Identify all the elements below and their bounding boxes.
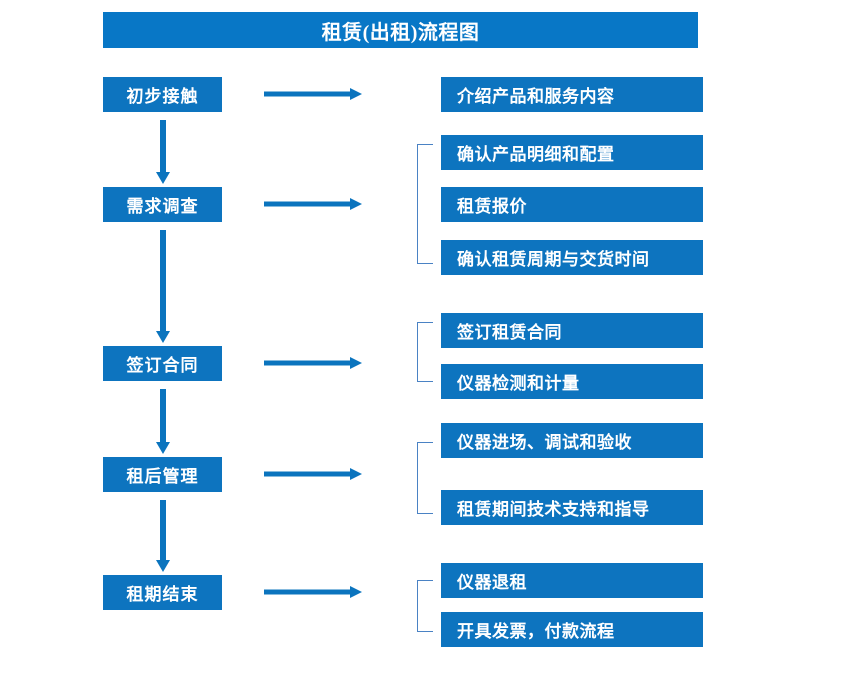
right-arrow-icon	[264, 86, 362, 102]
task-box[interactable]: 租赁期间技术支持和指导	[441, 490, 703, 525]
right-arrow-icon	[264, 196, 362, 212]
stage-box[interactable]: 租后管理	[103, 457, 222, 492]
stage-box[interactable]: 初步接触	[103, 77, 222, 112]
task-box[interactable]: 签订租赁合同	[441, 313, 703, 348]
group-bracket	[417, 322, 433, 382]
task-box[interactable]: 仪器进场、调试和验收	[441, 423, 703, 458]
down-arrow-icon	[154, 500, 172, 572]
task-box[interactable]: 确认产品明细和配置	[441, 135, 703, 170]
group-bracket	[417, 442, 433, 514]
right-arrow-icon	[264, 584, 362, 600]
task-box[interactable]: 介绍产品和服务内容	[441, 77, 703, 112]
stage-box[interactable]: 签订合同	[103, 346, 222, 381]
right-arrow-icon	[264, 355, 362, 371]
group-bracket	[417, 144, 433, 264]
down-arrow-icon	[154, 389, 172, 454]
group-bracket	[417, 580, 433, 632]
stage-box[interactable]: 需求调查	[103, 187, 222, 222]
down-arrow-icon	[154, 230, 172, 343]
stage-box[interactable]: 租期结束	[103, 575, 222, 610]
task-box[interactable]: 仪器退租	[441, 563, 703, 598]
task-box[interactable]: 租赁报价	[441, 187, 703, 222]
down-arrow-icon	[154, 120, 172, 184]
chart-title: 租赁(出租)流程图	[103, 12, 698, 48]
right-arrow-icon	[264, 466, 362, 482]
task-box[interactable]: 确认租赁周期与交货时间	[441, 240, 703, 275]
task-box[interactable]: 仪器检测和计量	[441, 364, 703, 399]
task-box[interactable]: 开具发票，付款流程	[441, 612, 703, 647]
